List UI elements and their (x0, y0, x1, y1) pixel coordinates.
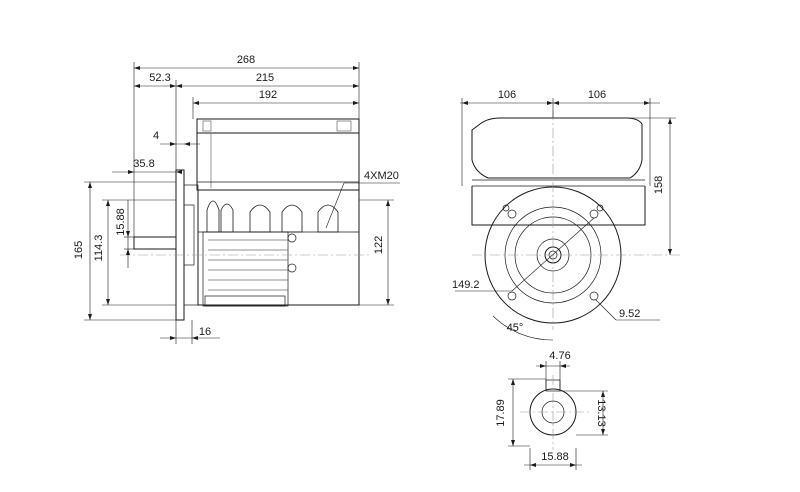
cable-glands (206, 200, 339, 233)
dim-half-width-right: 106 (588, 89, 606, 101)
dim-flange-height: 165 (73, 241, 85, 259)
dim-key-height: 17.89 (495, 399, 507, 427)
front-view: 106 106 158 149.2 45° 9.52 (452, 89, 680, 341)
dim-axis-height: 122 (373, 236, 385, 254)
lid-screw-left (202, 120, 212, 132)
dim-shaft-diameter: 15.88 (115, 208, 127, 236)
flange (175, 169, 185, 321)
dim-box-length: 192 (259, 89, 277, 101)
dim-half-width-left: 106 (498, 89, 516, 101)
dim-box-height: 158 (653, 176, 665, 194)
bolt-holes (502, 204, 604, 301)
side-view: 268 52.3 215 192 4 35.8 15.88 114.3 165 (73, 54, 400, 344)
dim-bolt-hole: 9.52 (619, 308, 640, 320)
shaft (133, 236, 177, 250)
dim-flange-thickness: 4 (153, 130, 159, 142)
label-conduit-entries: 4XM20 (364, 170, 399, 182)
front-frame (471, 186, 646, 226)
dim-bolt-circle: 149.2 (452, 279, 480, 291)
dim-body-length: 215 (256, 72, 274, 84)
dim-shaft-extension: 52.3 (149, 72, 170, 84)
cooling-ribs (208, 239, 288, 291)
terminal-box-body (196, 133, 360, 191)
dim-key-depth: 13.13 (595, 399, 607, 427)
dim-pilot-diameter: 114.3 (93, 235, 105, 262)
terminal-box-lid (196, 118, 360, 134)
dim-overall-length: 268 (237, 54, 255, 66)
dim-key-shaft-diameter: 15.88 (541, 451, 569, 463)
dim-bolt-angle: 45° (507, 322, 524, 334)
front-terminal-box (471, 117, 643, 179)
dimension-arrows (88, 66, 672, 467)
dim-shaft-length: 35.8 (133, 158, 154, 170)
dim-key-width: 4.76 (549, 350, 570, 362)
lid-screw-right (336, 120, 352, 132)
dim-foot-offset: 16 (199, 326, 211, 338)
shaft-section-view: 4.76 17.89 13.13 15.88 (495, 350, 608, 470)
